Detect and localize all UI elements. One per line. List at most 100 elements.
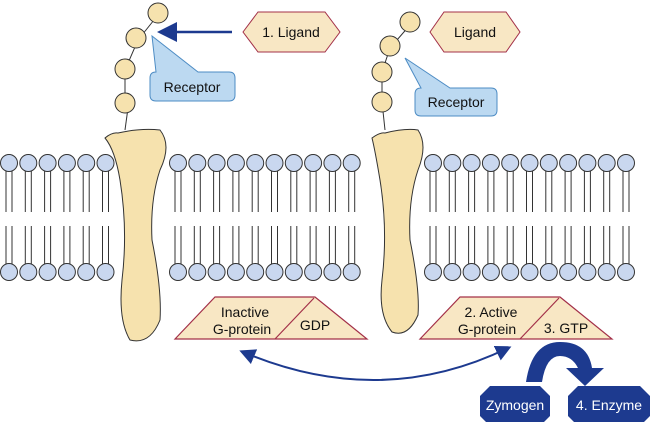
lipid <box>481 154 500 281</box>
lipid-head <box>597 154 616 172</box>
lipid-head <box>481 263 500 281</box>
lipid-head <box>226 154 245 172</box>
g-protein-label: G-protein <box>213 321 271 337</box>
lipid <box>501 154 520 281</box>
enzyme-box: 4. Enzyme <box>568 386 650 422</box>
lipid <box>265 154 284 281</box>
lipid-head <box>169 263 187 281</box>
lipid-head <box>77 154 96 172</box>
lipid <box>246 154 265 281</box>
lipid-head <box>19 154 38 172</box>
lipid <box>443 154 462 281</box>
lipid-head <box>443 263 462 281</box>
lipid <box>188 154 207 281</box>
ligand-2-label: Ligand <box>454 24 496 40</box>
lipid <box>520 154 539 281</box>
receptor-callout-1: Receptor <box>149 34 236 102</box>
gtp-label: 3. GTP <box>544 320 588 336</box>
receptor-1-label: Receptor <box>164 79 221 95</box>
inactive-label: Inactive <box>221 304 269 320</box>
zymogen-label: Zymogen <box>486 397 544 413</box>
receptor-1 <box>104 2 169 342</box>
exchange-arrow <box>239 346 512 382</box>
lipid-head <box>77 263 96 281</box>
lipid-head <box>96 154 115 172</box>
lipid-head <box>597 263 616 281</box>
receptor-2 <box>371 11 424 334</box>
lipid-head <box>578 154 597 172</box>
ligand-1-label: 1. Ligand <box>262 24 320 40</box>
lipid <box>539 154 558 281</box>
lipid-head <box>559 263 578 281</box>
lipid <box>77 154 96 281</box>
lipid <box>207 154 226 281</box>
inactive-g-protein: Inactive G-protein GDP <box>173 296 369 340</box>
enzyme-label: 4. Enzyme <box>576 397 642 413</box>
lipid-head <box>57 154 76 172</box>
lipid-head <box>424 154 442 172</box>
lipid-head <box>342 263 361 281</box>
lipid <box>19 154 38 281</box>
active-g-protein: 2. Active G-protein 3. GTP <box>418 296 614 340</box>
lipid <box>617 154 635 281</box>
lipid-head <box>0 263 18 281</box>
ligand-1: 1. Ligand <box>242 11 341 53</box>
lipid-head <box>169 154 187 172</box>
lipid-head <box>559 154 578 172</box>
lipid-head <box>304 263 323 281</box>
lipid <box>284 154 303 281</box>
lipid <box>96 154 115 281</box>
gdp-label: GDP <box>300 317 330 333</box>
lipid-head <box>265 263 284 281</box>
lipid <box>323 154 342 281</box>
activation-arrow <box>526 342 604 386</box>
lipid-head <box>38 154 57 172</box>
lipid-head <box>501 154 520 172</box>
lipid-head <box>424 263 442 281</box>
lipid-bilayer <box>0 154 635 281</box>
lipid-head <box>578 263 597 281</box>
lipid-head <box>342 154 361 172</box>
zymogen-box: Zymogen <box>480 386 550 422</box>
lipid-head <box>481 154 500 172</box>
lipid-head <box>188 154 207 172</box>
lipid <box>226 154 245 281</box>
lipid-head <box>462 154 481 172</box>
lipid-head <box>539 263 558 281</box>
lipid-head <box>265 154 284 172</box>
lipid-head <box>539 154 558 172</box>
lipid <box>578 154 597 281</box>
lipid <box>424 154 442 281</box>
lipid <box>57 154 76 281</box>
lipid-head <box>0 154 18 172</box>
lipid <box>597 154 616 281</box>
lipid <box>0 154 18 281</box>
lipid-head <box>207 154 226 172</box>
lipid-head <box>617 263 635 281</box>
lipid-head <box>284 154 303 172</box>
lipid-head <box>520 154 539 172</box>
lipid <box>462 154 481 281</box>
lipid-head <box>462 263 481 281</box>
lipid <box>38 154 57 281</box>
lipid-head <box>323 263 342 281</box>
lipid-head <box>617 154 635 172</box>
lipid-head <box>96 263 115 281</box>
lipid-head <box>19 263 38 281</box>
lipid-head <box>246 154 265 172</box>
lipid-head <box>188 263 207 281</box>
lipid <box>342 154 361 281</box>
lipid-head <box>304 154 323 172</box>
lipid <box>559 154 578 281</box>
receptor-callout-2: Receptor <box>404 57 498 117</box>
lipid-head <box>501 263 520 281</box>
g-protein-label: G-protein <box>458 321 516 337</box>
receptor-2-label: Receptor <box>428 94 485 110</box>
active-label: 2. Active <box>465 304 518 320</box>
lipid-head <box>284 263 303 281</box>
lipid-head <box>443 154 462 172</box>
lipid-head <box>38 263 57 281</box>
lipid-head <box>57 263 76 281</box>
